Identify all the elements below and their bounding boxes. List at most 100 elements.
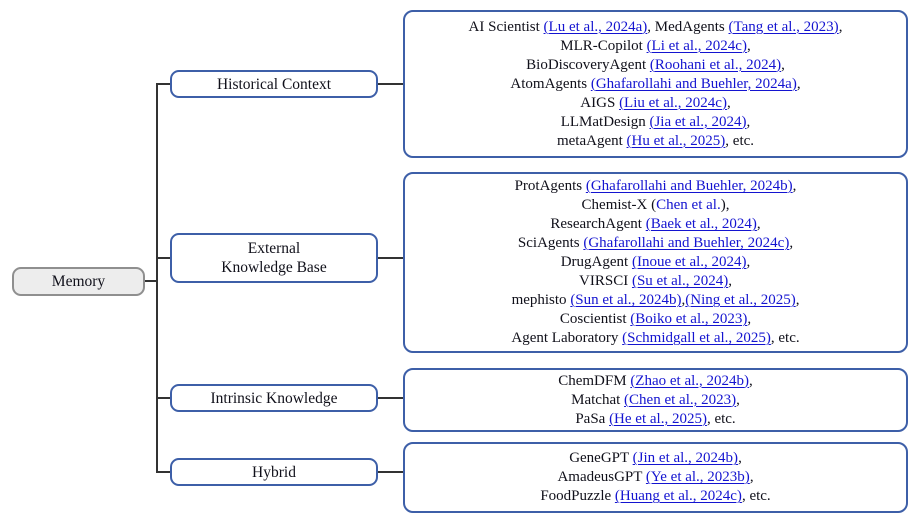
branch-node-external-knowledge-base: External Knowledge Base (170, 233, 378, 283)
text-segment: , (781, 56, 785, 73)
citation-link[interactable]: Chen et al. (656, 197, 721, 213)
citation-line: Chemist-X (Chen et al.), (405, 196, 906, 215)
text-segment: AtomAgents (510, 75, 591, 92)
citation-link[interactable]: (Li et al., 2024c) (646, 37, 747, 54)
text-segment: DrugAgent (560, 254, 632, 270)
citation-link[interactable]: (Jia et al., 2024) (649, 113, 747, 130)
text-segment: , (726, 94, 731, 111)
text-segment: ), (720, 197, 730, 213)
citation-link[interactable]: (Ghafarollahi and Buehler, 2024b) (585, 178, 793, 194)
citation-line: ResearchAgent (Baek et al., 2024), (405, 215, 906, 234)
root-label: Memory (51, 272, 106, 290)
citation-line: DrugAgent (Inoue et al., 2024), (405, 253, 906, 272)
citation-line: VIRSCI (Su et al., 2024), (405, 272, 906, 291)
citation-box-external-knowledge-base: ProtAgents (Ghafarollahi and Buehler, 20… (403, 172, 908, 353)
citation-link[interactable]: (Jin et al., 2024b) (632, 450, 739, 466)
citation-line: Agent Laboratory (Schmidgall et al., 202… (405, 329, 906, 348)
citation-link[interactable]: (He et al., 2025) (609, 410, 707, 427)
text-segment: GeneGPT (569, 450, 633, 466)
text-segment: MLR-Copilot (560, 37, 647, 54)
citation-line: AIGS (Liu et al., 2024c), (405, 94, 906, 113)
connector-trunk (156, 83, 158, 473)
branch-label: Hybrid (252, 463, 296, 481)
citation-link[interactable]: (Inoue et al., 2024) (631, 254, 747, 270)
citation-link[interactable]: (Huang et al., 2024c) (614, 488, 742, 504)
citation-link[interactable]: (Sun et al., 2024b) (570, 292, 682, 308)
text-segment: , (792, 178, 797, 194)
text-segment: , (747, 311, 752, 327)
text-segment: , etc. (770, 330, 800, 346)
citation-link[interactable]: (Lu et al., 2024a) (543, 18, 648, 35)
text-segment: , MedAgents (647, 18, 729, 35)
citation-line: Coscientist (Boiko et al., 2023), (405, 310, 906, 329)
citation-link[interactable]: (Tang et al., 2023) (728, 18, 839, 35)
citation-line: MLR-Copilot (Li et al., 2024c), (405, 37, 906, 56)
text-segment: VIRSCI (579, 273, 632, 289)
citation-line: LLMatDesign (Jia et al., 2024), (405, 113, 906, 132)
branch-label: Intrinsic Knowledge (210, 389, 338, 407)
text-segment: , (738, 450, 742, 466)
text-segment: ResearchAgent (550, 216, 646, 232)
text-segment: , etc. (725, 132, 755, 149)
text-segment: AIGS (580, 94, 620, 111)
text-segment: Coscientist (559, 311, 631, 327)
citation-link[interactable]: (Baek et al., 2024) (645, 216, 757, 232)
citation-line: mephisto (Sun et al., 2024b),(Ning et al… (405, 291, 906, 310)
text-segment: , (749, 469, 754, 485)
citation-link[interactable]: (Schmidgall et al., 2025) (622, 330, 771, 346)
text-segment: , etc. (741, 488, 771, 504)
text-segment: , (736, 391, 740, 408)
citation-line: GeneGPT (Jin et al., 2024b), (405, 449, 906, 468)
branch-label-line: External (247, 240, 301, 257)
text-segment: , (746, 37, 751, 54)
root-node-memory: Memory (12, 267, 145, 296)
text-segment: LLMatDesign (560, 113, 650, 130)
text-segment: BioDiscoveryAgent (526, 56, 650, 73)
connector-trunk-to-hybrid (157, 471, 171, 473)
text-segment: PaSa (575, 410, 610, 427)
citation-link[interactable]: (Boiko et al., 2023) (630, 311, 748, 327)
text-segment: AI Scientist (468, 18, 544, 35)
citation-link[interactable]: (Su et al., 2024) (631, 273, 729, 289)
text-segment: , (681, 292, 686, 308)
branch-node-intrinsic-knowledge: Intrinsic Knowledge (170, 384, 378, 412)
citation-link[interactable]: (Ye et al., 2023b) (645, 469, 750, 485)
citation-line: BioDiscoveryAgent (Roohani et al., 2024)… (405, 56, 906, 75)
branch-node-historical-context: Historical Context (170, 70, 378, 98)
citation-link[interactable]: (Zhao et al., 2024b) (630, 372, 750, 389)
connector-historical-context-to-citations (376, 83, 404, 85)
citation-link[interactable]: (Roohani et al., 2024) (649, 56, 782, 73)
citation-line: SciAgents (Ghafarollahi and Buehler, 202… (405, 234, 906, 253)
citation-link[interactable]: (Ning et al., 2025) (685, 292, 796, 308)
citation-line: metaAgent (Hu et al., 2025), etc. (405, 132, 906, 151)
connector-external-knowledge-base-to-citations (376, 257, 404, 259)
citation-box-historical-context: AI Scientist (Lu et al., 2024a), MedAgen… (403, 10, 908, 158)
citation-link[interactable]: (Hu et al., 2025) (626, 132, 726, 149)
citation-link[interactable]: (Chen et al., 2023) (624, 391, 737, 408)
branch-label-line: Knowledge Base (221, 259, 327, 276)
text-segment: , (796, 75, 801, 92)
citation-line: Matchat (Chen et al., 2023), (405, 391, 906, 410)
citation-line: AI Scientist (Lu et al., 2024a), MedAgen… (405, 18, 906, 37)
text-segment: Matchat (571, 391, 625, 408)
citation-line: PaSa (He et al., 2025), etc. (405, 410, 906, 429)
citation-link[interactable]: (Ghafarollahi and Buehler, 2024a) (590, 75, 797, 92)
branch-node-hybrid: Hybrid (170, 458, 378, 486)
text-segment: Agent Laboratory (511, 330, 623, 346)
citation-link[interactable]: (Liu et al., 2024c) (619, 94, 727, 111)
text-segment: Chemist-X ( (581, 197, 657, 213)
citation-line: ChemDFM (Zhao et al., 2024b), (405, 372, 906, 391)
text-segment: AmadeusGPT (557, 469, 646, 485)
connector-trunk-to-intrinsic-knowledge (157, 397, 171, 399)
connector-hybrid-to-citations (376, 471, 404, 473)
text-segment: , (789, 235, 794, 251)
text-segment: FoodPuzzle (540, 488, 615, 504)
text-segment: ChemDFM (558, 372, 631, 389)
text-segment: , (795, 292, 800, 308)
citation-line: AmadeusGPT (Ye et al., 2023b), (405, 468, 906, 487)
connector-trunk-to-historical-context (157, 83, 171, 85)
text-segment: SciAgents (517, 235, 584, 251)
citation-link[interactable]: (Ghafarollahi and Buehler, 2024c) (583, 235, 790, 251)
text-segment: , etc. (706, 410, 736, 427)
